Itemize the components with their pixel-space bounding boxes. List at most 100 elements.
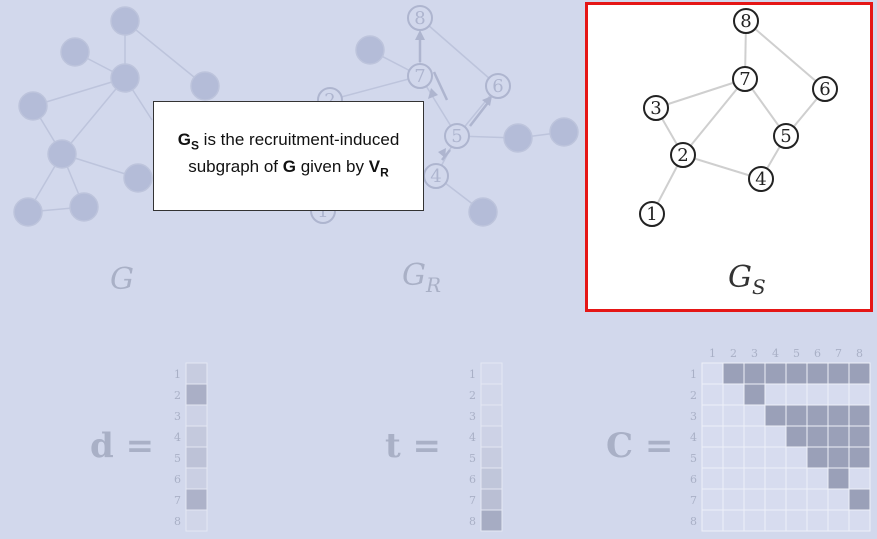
matrix-row-label: 7 <box>690 494 697 507</box>
vector-t-row-label: 5 <box>469 452 476 465</box>
matrix-row-label: 4 <box>690 431 697 444</box>
gr-node-label-5: 5 <box>451 126 462 147</box>
vector-d-row-label: 8 <box>174 515 181 528</box>
gs-edge-2-7 <box>682 78 746 156</box>
matrix-cell <box>743 446 766 469</box>
matrix-cell <box>827 425 850 448</box>
gs-node-7 <box>732 66 758 92</box>
vector-d-cell <box>185 404 208 427</box>
vector-t-cell <box>480 425 503 448</box>
matrix-cell <box>743 467 766 490</box>
matrix-cell <box>848 488 871 511</box>
matrix-cell <box>722 467 745 490</box>
vector-t-row-label: 8 <box>469 515 476 528</box>
gs-node-label-2: 2 <box>677 145 688 166</box>
matrix-cell <box>848 467 871 490</box>
matrix-cell <box>848 404 871 427</box>
gs-node-label-5: 5 <box>780 126 791 147</box>
vector-t-row-label: 7 <box>469 494 476 507</box>
matrix-col-label: 3 <box>751 347 758 360</box>
gs-node-3 <box>643 95 669 121</box>
matrix-cell <box>785 509 808 532</box>
gr-node-label-4: 4 <box>430 166 441 187</box>
vector-t-cell <box>480 488 503 511</box>
vector-t-row-label: 3 <box>469 410 476 423</box>
vector-d-cell <box>185 383 208 406</box>
vector-t-cell <box>480 446 503 469</box>
matrix-cell <box>785 404 808 427</box>
matrix-cell <box>785 383 808 406</box>
matrix-col-label: 4 <box>772 347 779 360</box>
matrix-cell <box>743 404 766 427</box>
callout-text: GS is the recruitment-induced subgraph o… <box>177 129 400 180</box>
vector-d-cell <box>185 509 208 532</box>
vector-t-row-label: 2 <box>469 389 476 402</box>
matrix-cell <box>764 383 787 406</box>
matrix-row-label: 8 <box>690 515 697 528</box>
gs-node-label-6: 6 <box>819 79 830 100</box>
matrix-cell <box>764 425 787 448</box>
matrix-col-label: 8 <box>856 347 863 360</box>
matrix-cell <box>743 425 766 448</box>
matrix-row-label: 6 <box>690 473 697 486</box>
matrix-cell <box>785 467 808 490</box>
matrix-cell <box>722 509 745 532</box>
vector-d-row-label: 7 <box>174 494 181 507</box>
matrix-cell <box>785 425 808 448</box>
matrix-cell <box>806 404 829 427</box>
matrix-cell <box>806 362 829 385</box>
gs-edge-3-7 <box>655 78 746 109</box>
matrix-col-label: 6 <box>814 347 821 360</box>
matrix-cell <box>701 362 724 385</box>
vector-d-cell <box>185 467 208 490</box>
graph-gr: 8765412 <box>310 5 579 227</box>
matrix-cell <box>785 362 808 385</box>
matrix-col-label: 5 <box>793 347 800 360</box>
matrix-cell <box>722 404 745 427</box>
matrix-cell <box>806 425 829 448</box>
vector-d-row-label: 4 <box>174 431 181 444</box>
vector-d-row-label: 1 <box>174 368 181 381</box>
vector-d-row-label: 6 <box>174 473 181 486</box>
vector-t-cell <box>480 509 503 532</box>
matrix-col-label: 1 <box>709 347 716 360</box>
matrix-cell <box>827 446 850 469</box>
matrix-cell <box>764 404 787 427</box>
vector-d-label: d = <box>90 426 155 466</box>
gr-node-label-8: 8 <box>414 8 425 29</box>
vector-t-cell <box>480 404 503 427</box>
vector-t-cell <box>480 383 503 406</box>
matrix-cell <box>785 488 808 511</box>
graph-g-label: G <box>110 262 134 297</box>
gs-edge-6-8 <box>745 20 826 90</box>
matrix-cell <box>827 467 850 490</box>
matrix-cell <box>848 362 871 385</box>
matrix-cell <box>743 362 766 385</box>
gs-edge-2-4 <box>682 154 762 180</box>
matrix-cell <box>722 362 745 385</box>
matrix-cell <box>848 509 871 532</box>
matrix-cell <box>743 488 766 511</box>
matrix-cell <box>701 446 724 469</box>
gr-node-label-6: 6 <box>492 76 503 97</box>
matrix-cell <box>764 488 787 511</box>
matrix-cell <box>764 446 787 469</box>
vector-d-cell <box>185 425 208 448</box>
vector-d-row-label: 2 <box>174 389 181 402</box>
gr-node-label-1: 1 <box>317 201 328 222</box>
gs-node-label-1: 1 <box>646 204 657 225</box>
matrix-cell <box>827 488 850 511</box>
gs-node-1 <box>639 201 665 227</box>
matrix-cell <box>806 383 829 406</box>
matrix-cell <box>701 425 724 448</box>
matrix-cell <box>701 488 724 511</box>
matrix-cell <box>827 383 850 406</box>
matrix-cell <box>701 383 724 406</box>
graph-gs-label: GS <box>728 260 766 299</box>
matrix-col-label: 7 <box>835 347 842 360</box>
gs-node-6 <box>812 76 838 102</box>
matrix-cell <box>848 425 871 448</box>
matrix-c-label: C = <box>606 426 674 466</box>
matrix-cell <box>701 509 724 532</box>
vector-d-cell <box>185 446 208 469</box>
